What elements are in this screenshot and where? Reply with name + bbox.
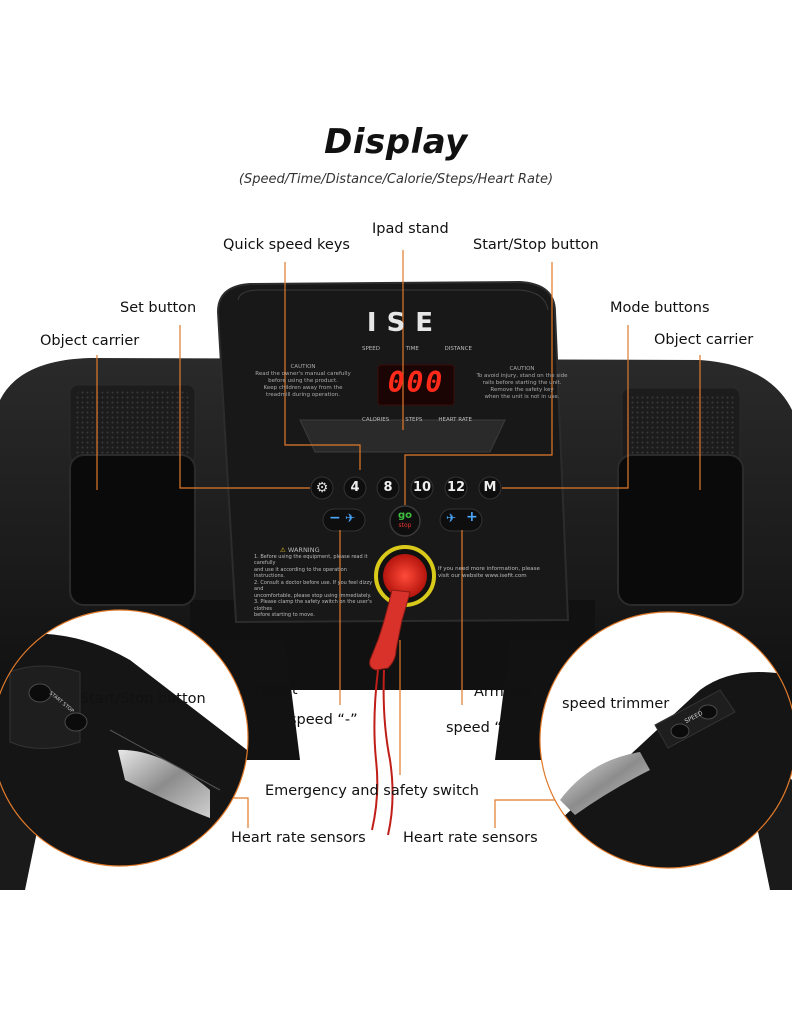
heart-rate-sensor-left: [118, 749, 210, 818]
indicator-heart-rate: HEART RATE: [438, 417, 472, 423]
page-subtitle: (Speed/Time/Distance/Calorie/Steps/Heart…: [238, 172, 554, 187]
label-object-carrier-right: Object carrier: [654, 332, 754, 348]
inset-left: [0, 633, 248, 866]
object-carrier-left: [69, 454, 196, 606]
display-readout: 000: [387, 366, 445, 399]
label-speed-minus: speed “-”: [289, 712, 358, 728]
quick-speed-key-12[interactable]: 12: [446, 480, 466, 495]
label-heart-rate-right: Heart rate sensors: [403, 830, 538, 846]
caution-left-title: CAUTION: [290, 364, 316, 370]
minus-icon: −: [329, 510, 341, 526]
indicator-steps: STEPS: [405, 417, 423, 423]
stop-label: stop: [398, 522, 412, 529]
led-display: [377, 364, 455, 406]
leader-mode: [502, 325, 629, 489]
ipad-stand: [299, 419, 506, 453]
speed-minus-button: [322, 508, 366, 532]
page-title: Display: [324, 122, 468, 162]
label-armrest-right: Armrest: [474, 684, 532, 700]
go-label: go: [397, 510, 413, 521]
indicator-distance: DISTANCE: [444, 346, 472, 352]
warning-icon: ⚠: [280, 546, 288, 554]
indicator-speed: SPEED: [362, 346, 380, 352]
indicator-time: TIME: [405, 346, 419, 352]
leader-quick-speed: [284, 262, 361, 470]
label-speed-plus: speed “+”: [446, 720, 522, 736]
label-start-stop-inset: Start/Stop button: [80, 691, 206, 707]
heart-rate-sensor-right: [560, 752, 650, 815]
caution-right: CAUTION To avoid injury, stand on the si…: [472, 366, 572, 401]
quick-speed-key-4[interactable]: 4: [350, 480, 360, 495]
set-button[interactable]: ⚙: [311, 477, 333, 499]
gear-icon: ⚙: [315, 480, 329, 496]
plus-icon: +: [466, 509, 478, 525]
caution-left: CAUTION Read the owner's manual carefull…: [248, 364, 358, 399]
label-speed-trimmer: speed trimmer: [562, 696, 670, 712]
indicator-row-bottom: CALORIES STEPS HEART RATE: [362, 417, 472, 423]
caution-right-title: CAUTION: [509, 366, 535, 372]
go-stop-button: [389, 505, 421, 537]
info-block: If you need more information, please vis…: [438, 566, 540, 579]
quick-speed-key-10[interactable]: 10: [412, 480, 432, 495]
object-carrier-right: [617, 454, 744, 606]
warning-title: ⚠ WARNING: [280, 546, 320, 554]
label-mode-buttons: Mode buttons: [610, 300, 710, 316]
label-set-button: Set button: [120, 300, 197, 316]
warning-block: ⚠ WARNING 1. Before using the equipment,…: [254, 546, 373, 618]
quick-speed-key-8[interactable]: 8: [383, 480, 393, 495]
indicator-calories: CALORIES: [362, 417, 390, 423]
speed-plus-button: [439, 508, 483, 532]
label-emergency-switch: Emergency and safety switch: [265, 783, 479, 799]
label-heart-rate-left: Heart rate sensors: [231, 830, 366, 846]
leader-set: [179, 325, 310, 489]
label-quick-speed-keys: Quick speed keys: [223, 237, 350, 253]
label-start-stop-button: Start/Stop button: [473, 237, 599, 253]
indicator-row-top: SPEED TIME DISTANCE: [362, 346, 472, 352]
mode-button[interactable]: M: [483, 480, 497, 495]
label-armrest-left: Armrest: [240, 682, 298, 698]
label-object-carrier-left: Object carrier: [40, 333, 140, 349]
label-ipad-stand: Ipad stand: [372, 221, 449, 237]
runner-icon: ✈: [446, 511, 457, 525]
leader-start-stop: [404, 262, 553, 505]
runner-icon: ✈: [345, 511, 356, 525]
brand-logo: ISE: [366, 308, 444, 338]
safety-key-clip: [369, 589, 411, 671]
